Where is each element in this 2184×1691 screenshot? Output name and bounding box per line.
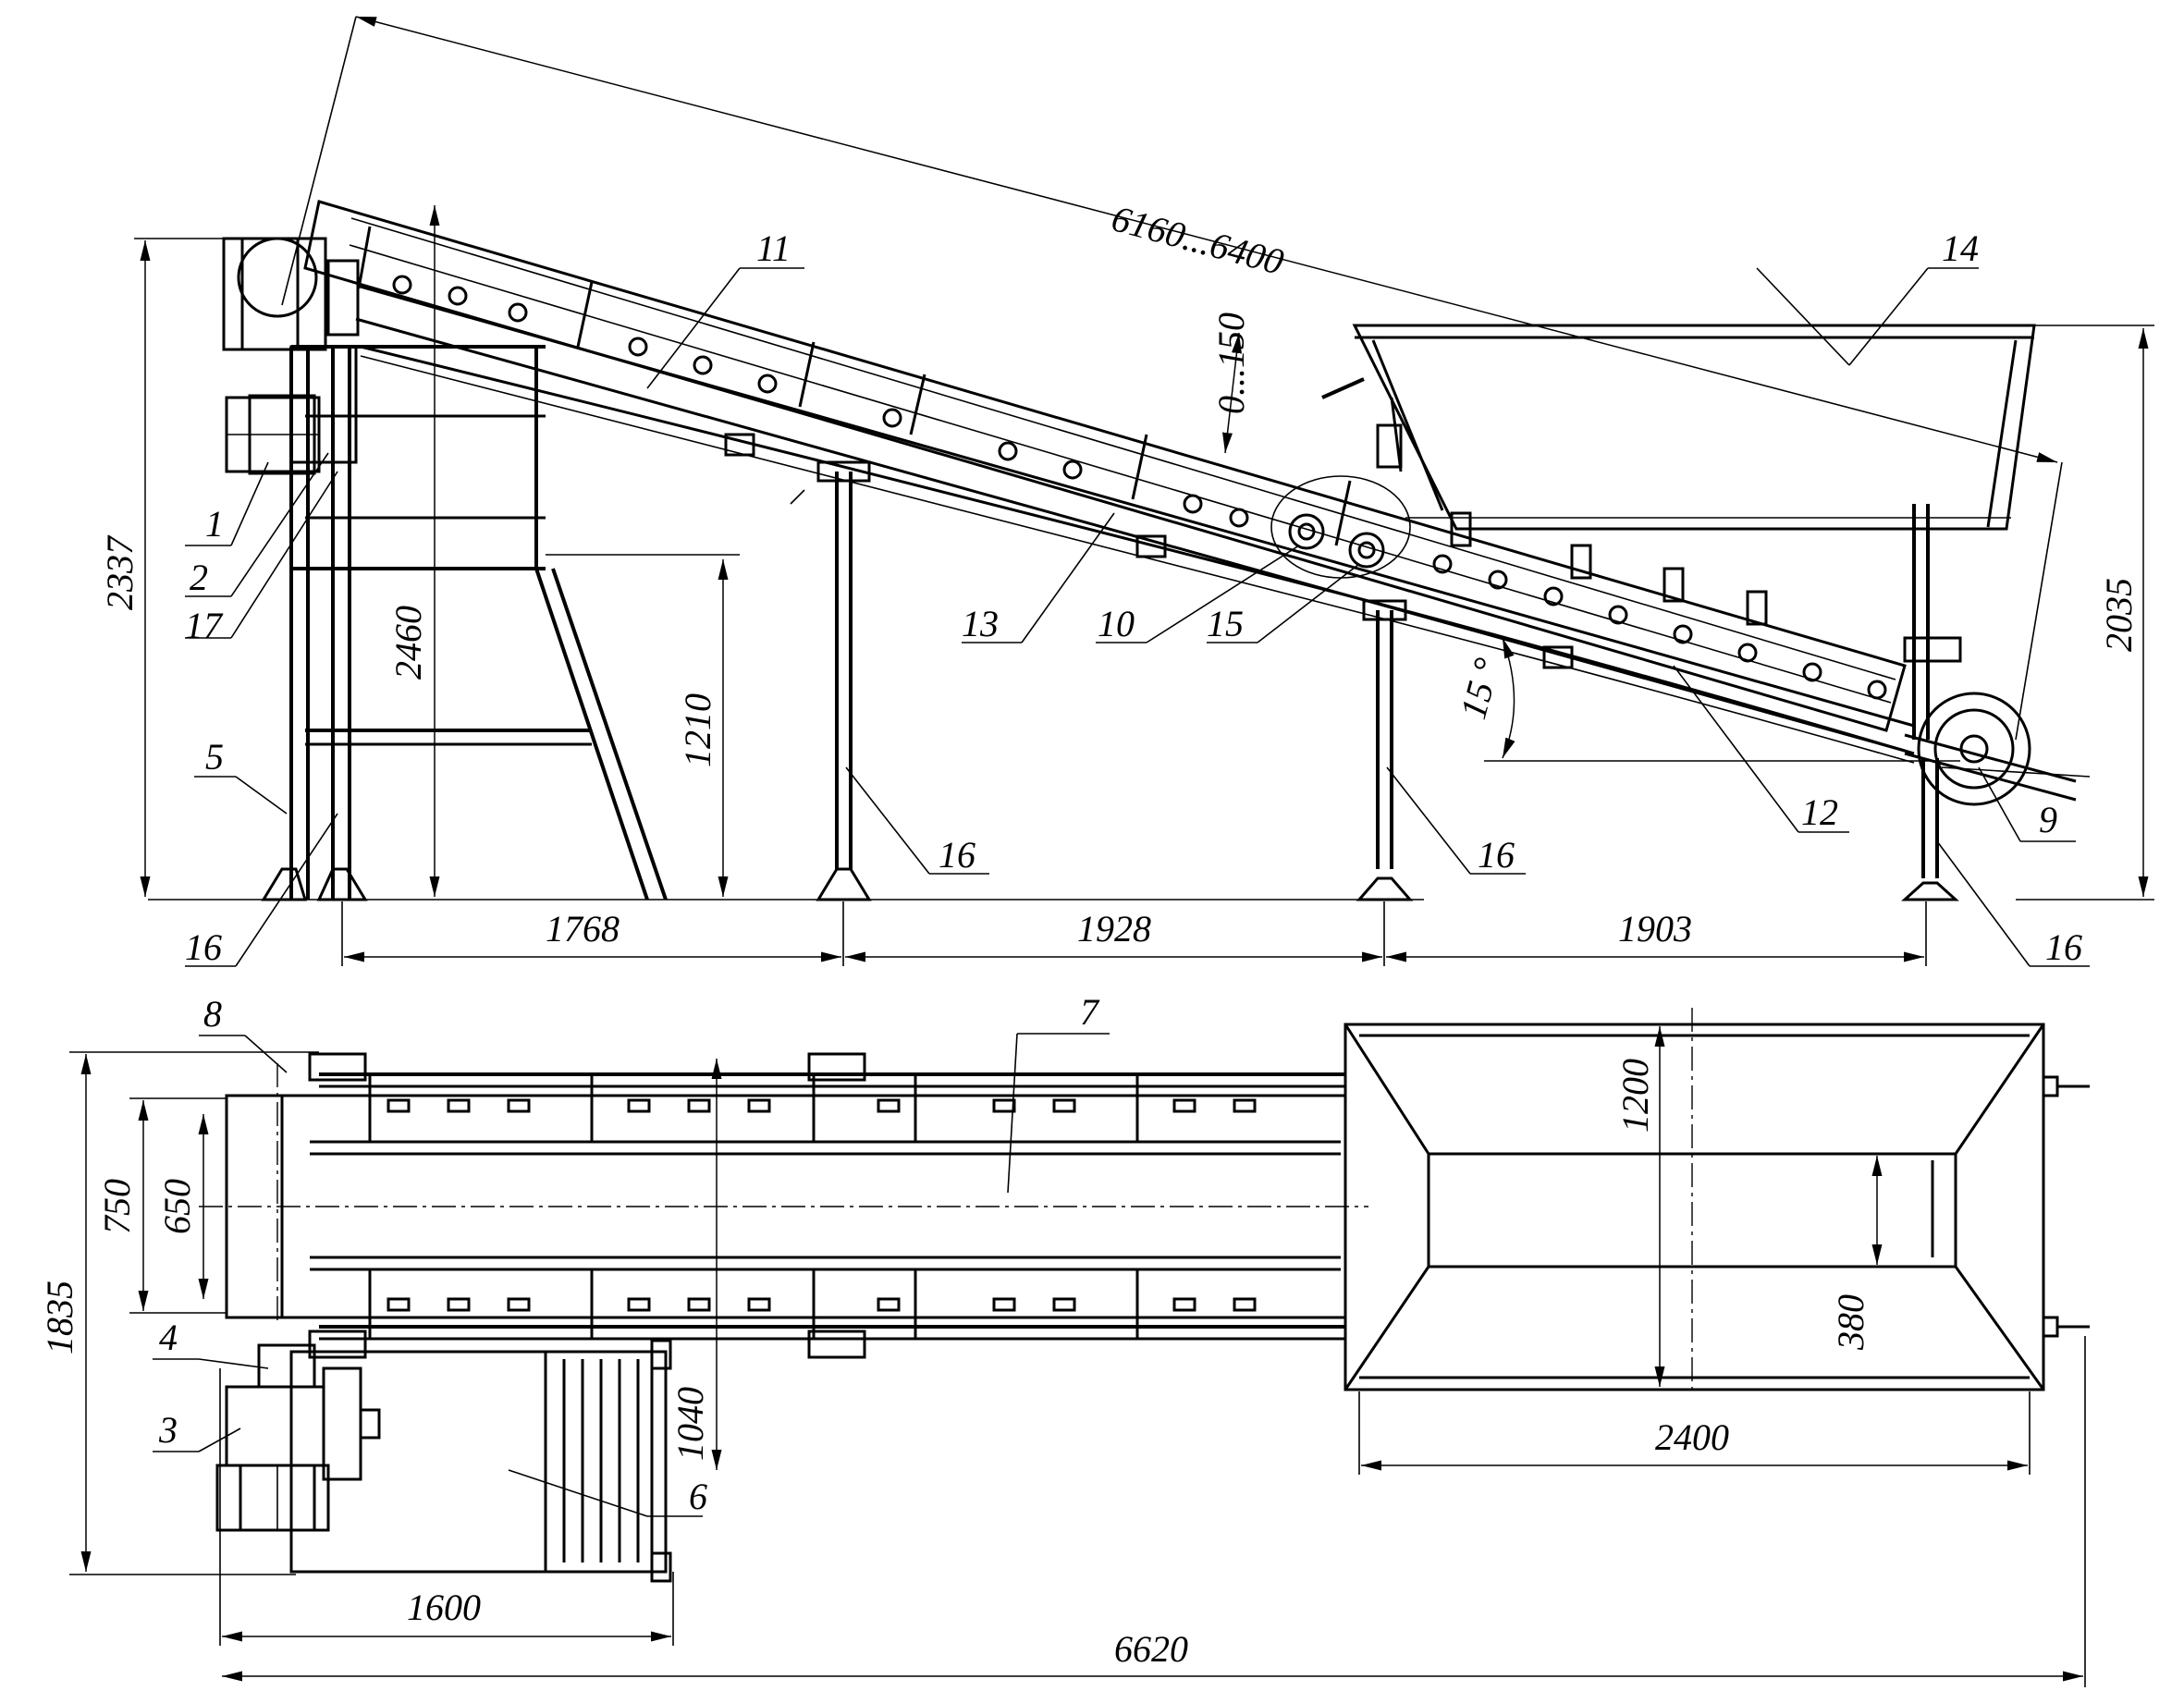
- callout-9: 9: [2039, 799, 2057, 840]
- drive-plan: [215, 1343, 381, 1532]
- callout-6: 6: [689, 1476, 707, 1517]
- dim-hopper-length: 2400: [1655, 1416, 1729, 1458]
- callout-2: 2: [190, 557, 208, 598]
- callout-16-b: 16: [939, 834, 975, 876]
- hopper-plan: [1344, 1023, 2090, 1391]
- dim-span-1: 1768: [546, 908, 620, 950]
- dim-span-2: 1928: [1077, 908, 1151, 950]
- dim-belt-width: 650: [156, 1179, 198, 1234]
- callout-13: 13: [962, 603, 999, 644]
- callout-16-a: 16: [185, 926, 222, 968]
- loading-plates: [1450, 511, 1962, 663]
- dim-span-3: 1903: [1618, 908, 1692, 950]
- plan-idlers: [386, 1098, 1257, 1312]
- dim-angle: 15 °: [1452, 654, 1508, 723]
- callout-16-d: 16: [2045, 926, 2082, 968]
- dim-drive-width: 1040: [669, 1387, 711, 1461]
- callout-7: 7: [1080, 991, 1100, 1033]
- dim-hopper-width: 1200: [1614, 1059, 1656, 1133]
- callout-17: 17: [185, 605, 224, 646]
- callout-8: 8: [203, 993, 222, 1035]
- dim-height-hopper: 2035: [2098, 578, 2140, 652]
- dim-hopper-outlet: 380: [1830, 1294, 1871, 1351]
- support-legs: [816, 460, 1959, 901]
- callout-3: 3: [158, 1409, 178, 1451]
- callout-5: 5: [205, 736, 224, 778]
- callout-15: 15: [1207, 603, 1244, 644]
- dim-adjust: 0...150: [1210, 312, 1252, 414]
- callout-12: 12: [1801, 791, 1838, 833]
- dim-height-platform: 1210: [677, 693, 718, 767]
- callout-11: 11: [756, 227, 791, 269]
- dim-frame-width: 750: [96, 1179, 138, 1234]
- dim-width-overall: 1835: [39, 1281, 80, 1354]
- head-frame: [261, 345, 668, 901]
- hopper-side: [1321, 324, 2036, 740]
- callout-16-c: 16: [1478, 834, 1515, 876]
- plan-view: 1835 750 650 1040 1200 380 2400 1600 662…: [39, 991, 2090, 1687]
- dim-platform-length: 1600: [407, 1587, 481, 1628]
- callout-14: 14: [1942, 227, 1979, 269]
- dim-total-plan-length: 6620: [1114, 1628, 1188, 1670]
- tail-pulley: [1904, 692, 2091, 806]
- dim-height-head: 2460: [387, 606, 429, 680]
- dim-total-length: 6160...6400: [1108, 197, 1288, 283]
- dim-height-overall: 2337: [99, 534, 141, 610]
- side-view: 6160...6400 0...150 2337 2460 1210 2035 …: [99, 16, 2154, 968]
- callout-10: 10: [1098, 603, 1135, 644]
- service-platform: [289, 1339, 672, 1583]
- callout-1: 1: [205, 503, 224, 545]
- conveyor-truss: [303, 200, 1915, 753]
- plan-rails: [308, 1052, 1345, 1359]
- callout-4: 4: [159, 1317, 178, 1358]
